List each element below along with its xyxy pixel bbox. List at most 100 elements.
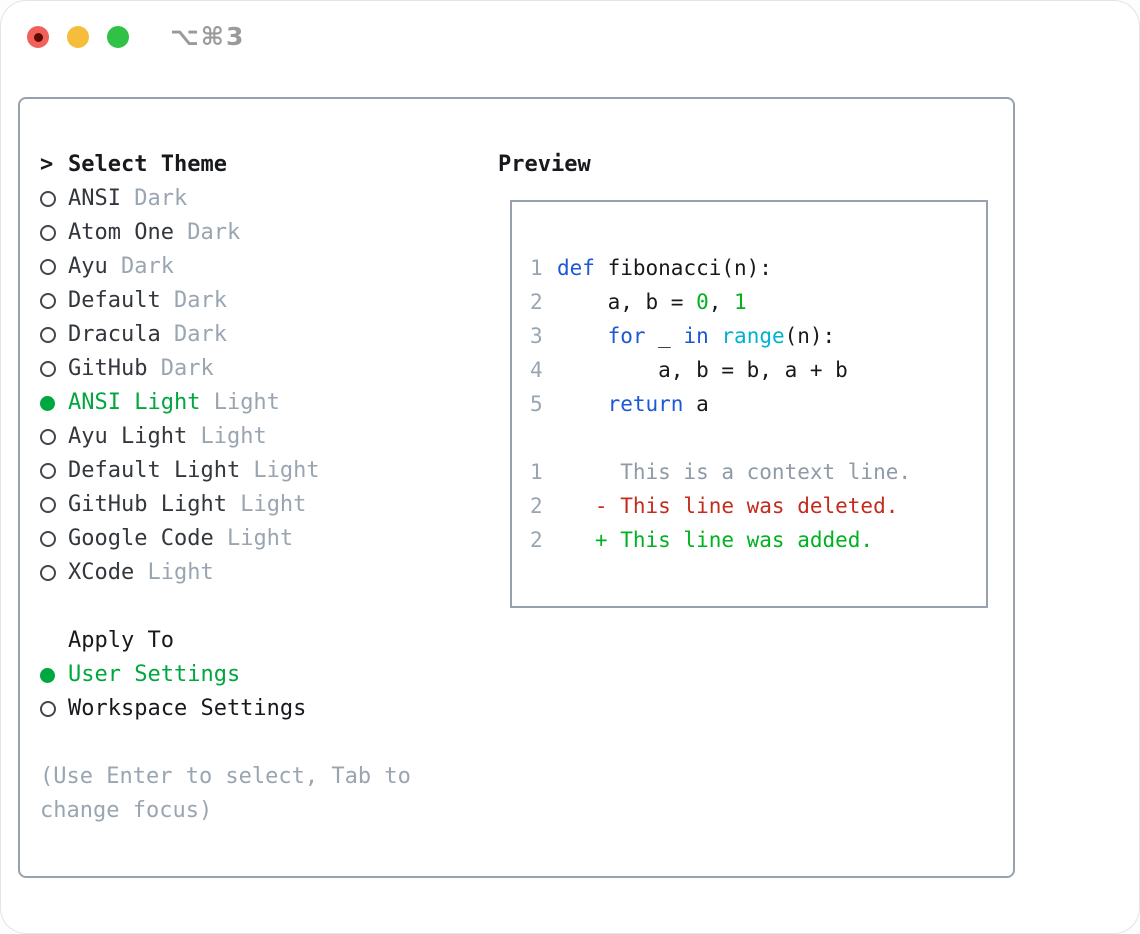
theme-variant: Dark: [173, 220, 241, 245]
preview-header: Preview: [498, 152, 591, 177]
radio-unselected-icon: [40, 361, 56, 377]
theme-variant: Light: [226, 492, 307, 517]
window-title: ⌥⌘3: [170, 22, 246, 51]
radio-bullet: [40, 701, 68, 717]
theme-variant: Light: [213, 526, 294, 551]
code-token: a, b =: [557, 290, 697, 314]
radio-bullet: [40, 565, 68, 581]
theme-option-github-light[interactable]: GitHub Light Light: [40, 488, 498, 522]
spacer: [40, 590, 498, 624]
radio-bullet: [40, 463, 68, 479]
code-line: [530, 421, 986, 455]
theme-option-ayu[interactable]: Ayu Dark: [40, 250, 498, 284]
theme-name: XCode: [68, 560, 135, 585]
radio-bullet: [40, 531, 68, 547]
close-button[interactable]: [27, 26, 49, 48]
code-token: a, b = b, a + b: [557, 358, 848, 382]
code-token: a: [683, 392, 709, 416]
theme-option-github[interactable]: GitHub Dark: [40, 352, 498, 386]
radio-unselected-icon: [40, 293, 56, 309]
theme-variant: Dark: [120, 186, 188, 211]
line-number: 3: [530, 324, 543, 348]
theme-variant: Light: [200, 390, 280, 415]
theme-variant: Light: [240, 458, 320, 483]
theme-option-dracula[interactable]: Dracula Dark: [40, 318, 498, 352]
theme-option-ansi-light[interactable]: ANSI Light Light: [40, 386, 498, 420]
prompt-cursor-icon: >: [40, 152, 54, 177]
radio-bullet: [40, 327, 68, 343]
theme-name: Google Code: [68, 526, 214, 551]
code-token: def: [557, 256, 595, 280]
radio-bullet: [40, 225, 68, 241]
minimize-button[interactable]: [67, 26, 89, 48]
radio-unselected-icon: [40, 327, 56, 343]
theme-name: GitHub: [68, 356, 148, 381]
code-token: 0: [696, 290, 709, 314]
theme-name: Ayu Light: [68, 424, 188, 449]
code-token: return: [607, 392, 684, 416]
radio-bullet: [40, 259, 68, 275]
apply-option-workspace-settings[interactable]: Workspace Settings: [40, 692, 498, 726]
code-token: 1: [734, 290, 747, 314]
radio-bullet: [40, 429, 68, 445]
theme-option-default[interactable]: Default Dark: [40, 284, 498, 318]
radio-bullet: [40, 395, 68, 411]
theme-variant: Dark: [147, 356, 214, 381]
theme-variant: Light: [134, 560, 214, 585]
apply-option-user-settings[interactable]: User Settings: [40, 658, 498, 692]
radio-bullet: [40, 667, 68, 683]
line-number: [530, 421, 557, 455]
select-theme-header: Select Theme: [68, 152, 227, 177]
radio-unselected-icon: [40, 225, 56, 241]
select-theme-header-row: > Select Theme: [40, 148, 498, 182]
line-number: 2: [530, 494, 543, 518]
theme-option-ayu-light[interactable]: Ayu Light Light: [40, 420, 498, 454]
theme-variant: Dark: [160, 322, 227, 347]
radio-unselected-icon: [40, 429, 56, 445]
theme-option-ansi[interactable]: ANSI Dark: [40, 182, 498, 216]
theme-option-google-code[interactable]: Google Code Light: [40, 522, 498, 556]
code-token: _: [645, 324, 684, 348]
radio-unselected-icon: [40, 259, 56, 275]
code-line: 3 for _ in range(n):: [530, 319, 986, 353]
code-token: ,: [708, 290, 735, 314]
theme-option-xcode[interactable]: XCode Light: [40, 556, 498, 590]
code-token: This is a context line.: [557, 460, 912, 484]
code-token: [557, 319, 608, 353]
radio-unselected-icon: [40, 463, 56, 479]
theme-name: Atom One: [68, 220, 174, 245]
radio-unselected-icon: [40, 191, 56, 207]
radio-bullet: [40, 497, 68, 513]
line-number: 2: [530, 528, 543, 552]
radio-unselected-icon: [40, 701, 56, 717]
theme-name: Ayu: [68, 254, 108, 279]
help-text-line-2: change focus): [40, 798, 213, 823]
code-line: 1 This is a context line.: [530, 455, 986, 489]
line-number: 5: [530, 392, 543, 416]
theme-option-atom-one[interactable]: Atom One Dark: [40, 216, 498, 250]
theme-option-default-light[interactable]: Default Light Light: [40, 454, 498, 488]
code-line: 2 a, b = 0, 1: [530, 285, 986, 319]
close-dot-icon: [33, 32, 43, 42]
help-text-line-1: (Use Enter to select, Tab to: [40, 764, 411, 789]
code-line: 5 return a: [530, 387, 986, 421]
line-number: 4: [530, 358, 543, 382]
code-token: for: [607, 324, 646, 348]
theme-name: ANSI Light: [68, 390, 201, 415]
theme-name: Dracula: [68, 322, 161, 347]
code-token: - This line was deleted.: [557, 494, 899, 518]
radio-unselected-icon: [40, 565, 56, 581]
apply-option-label: User Settings: [68, 662, 241, 687]
radio-selected-icon: [40, 395, 55, 411]
code-token: [557, 387, 608, 421]
theme-name: Default Light: [68, 458, 241, 483]
theme-variant: Dark: [107, 254, 174, 279]
line-number: 2: [530, 290, 543, 314]
zoom-button[interactable]: [107, 26, 129, 48]
